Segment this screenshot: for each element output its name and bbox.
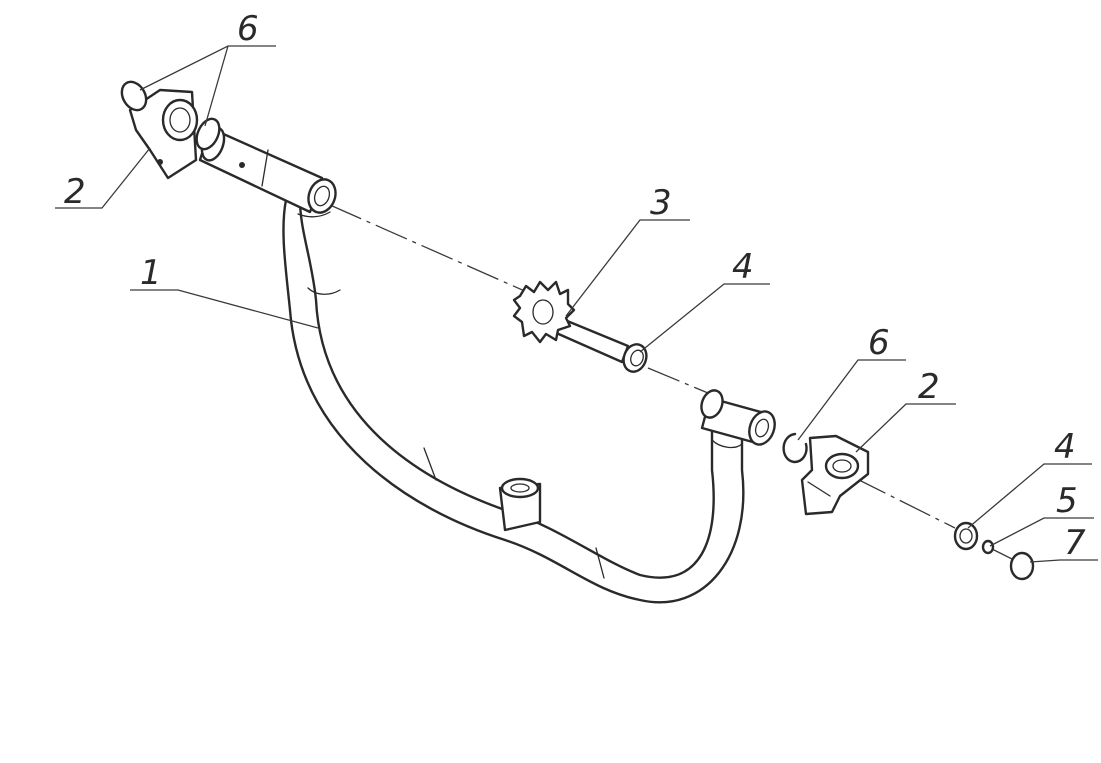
callout-part-1: 1 (140, 253, 162, 293)
callout-part-4-mid: 4 (732, 247, 754, 287)
part-4-nut-right (953, 521, 979, 551)
callout-numbers: 6 2 1 3 4 6 2 4 5 7 (64, 9, 1086, 563)
part-6-rings-left (120, 80, 221, 151)
callout-part-5: 5 (1056, 481, 1078, 521)
callout-part-2-right: 2 (918, 367, 940, 407)
part-2-left-bracket (128, 88, 199, 180)
part-1-bent-tube (198, 126, 776, 604)
part-2-right-bracket (800, 434, 870, 516)
leader-lines (55, 45, 1098, 563)
part-5-washer (981, 539, 995, 555)
part-6-split-ring-right (782, 432, 808, 464)
callout-part-6-right: 6 (868, 323, 890, 363)
callout-part-3: 3 (650, 183, 672, 223)
part-7-circlip (1009, 551, 1035, 581)
callout-part-4-right: 4 (1054, 427, 1076, 467)
callout-part-6-left: 6 (237, 9, 259, 49)
callout-part-2-left: 2 (64, 172, 86, 212)
part-3-gear-shaft (512, 280, 630, 364)
callout-part-7: 7 (1064, 523, 1086, 563)
